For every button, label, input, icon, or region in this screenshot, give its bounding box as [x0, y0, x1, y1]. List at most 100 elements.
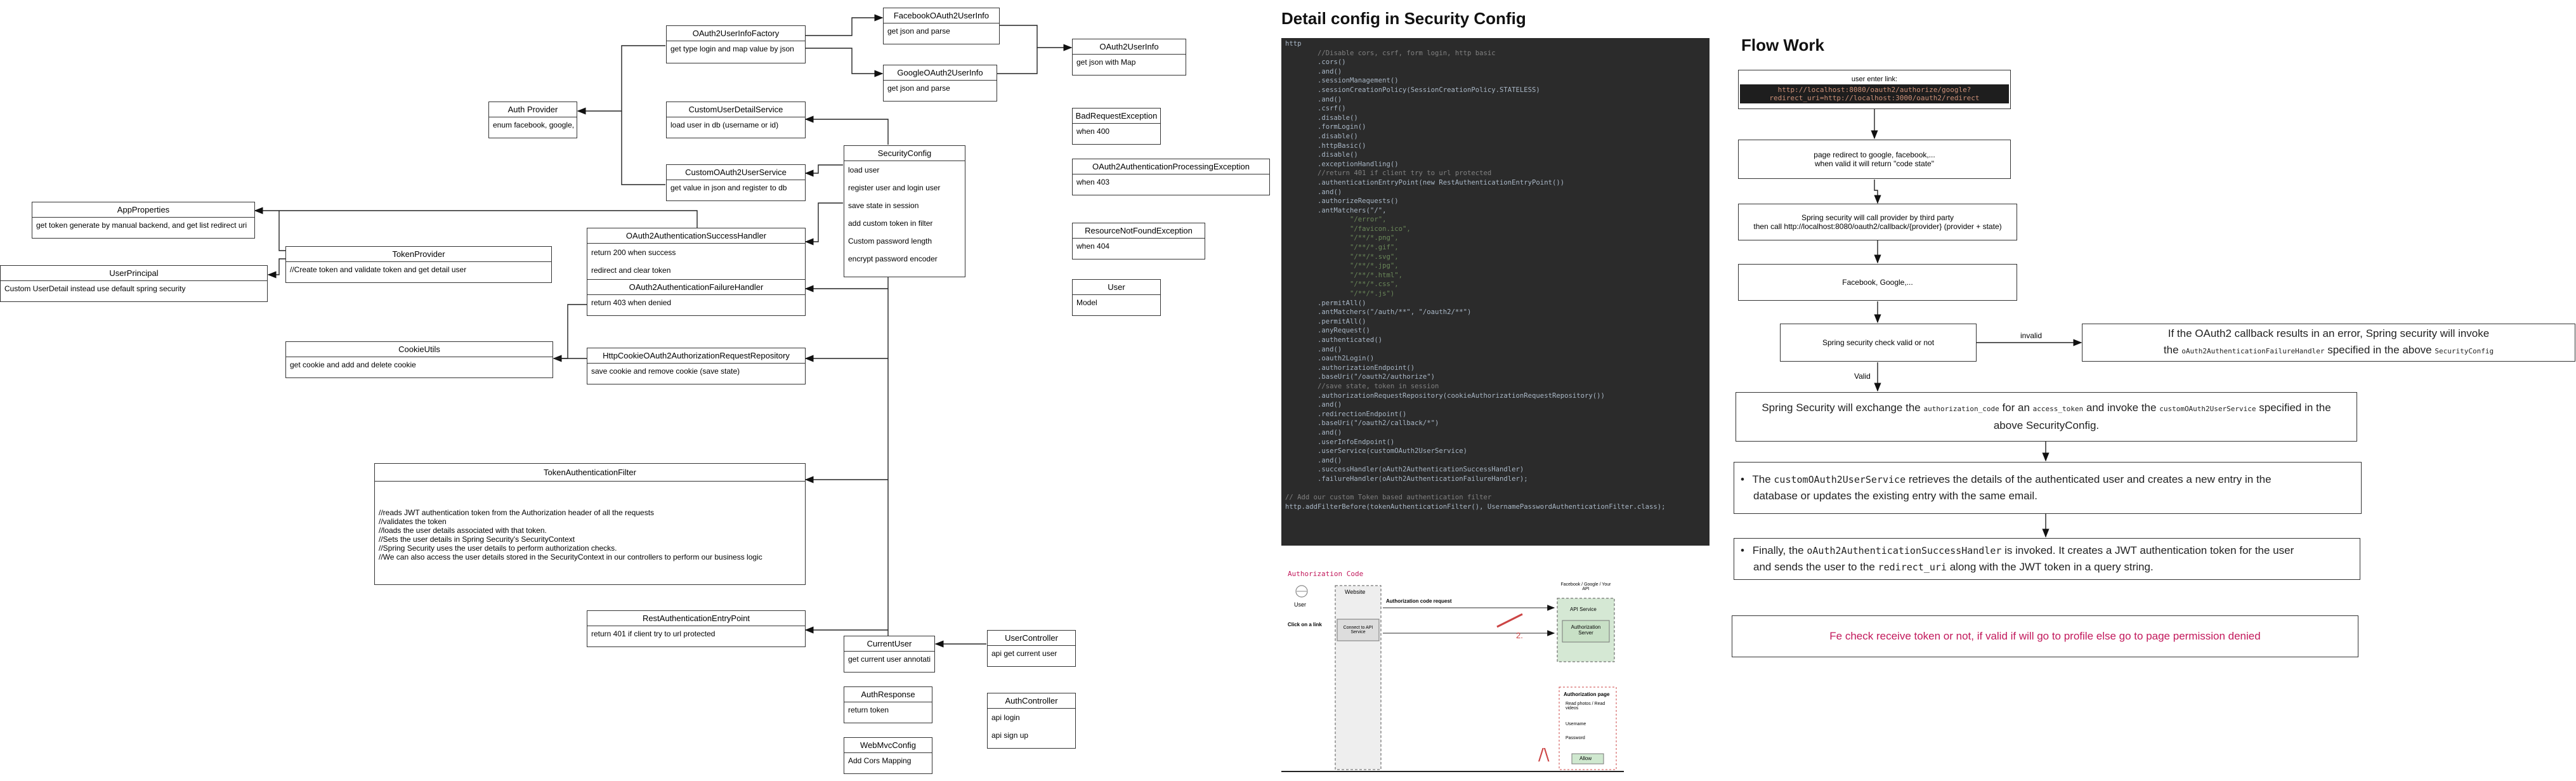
security-config-box: SecurityConfig load user register user a…	[844, 145, 965, 277]
flow-link-display: http://localhost:8080/oauth2/authorize/g…	[1740, 84, 2009, 103]
box-title: User	[1073, 280, 1160, 295]
box-row: //reads JWT authentication token from th…	[379, 508, 655, 517]
flow-success-code-b: redirect_uri	[1878, 561, 1947, 573]
box-row: get token generate by manual backend, an…	[36, 221, 247, 230]
box-row: //loads the user details associated with…	[379, 526, 547, 535]
box-row: Custom password length	[848, 237, 932, 246]
box-row: save cookie and remove cookie (save stat…	[591, 367, 740, 376]
flow-provider-label: Facebook, Google,...	[1842, 278, 1913, 287]
flow-store-text-b: retrieves the details of the authenticat…	[1908, 473, 2272, 485]
box-title: CookieUtils	[286, 342, 552, 357]
box-title: TokenAuthenticationFilter	[375, 464, 805, 482]
code-line: .authenticated()	[1285, 336, 1383, 344]
webmvc-config-box: WebMvcConfig Add Cors Mapping	[844, 737, 932, 774]
code-line: .cors()	[1285, 58, 1346, 67]
code-line: .authorizeRequests()	[1285, 197, 1399, 206]
box-title: AuthController	[988, 693, 1075, 709]
box-title: WebMvcConfig	[844, 738, 932, 753]
code-line: "/**/*.jpg",	[1285, 262, 1399, 270]
box-row: //validates the token	[379, 517, 447, 526]
box-title: OAuth2UserInfoFactory	[667, 26, 805, 41]
code-line: .antMatchers("/",	[1285, 206, 1387, 214]
code-line: .baseUri("/oauth2/authorize")	[1285, 373, 1435, 381]
flow-redirect-line-2: when valid it will return "code state"	[1815, 159, 1934, 168]
box-title: OAuth2AuthenticationProcessingException	[1073, 159, 1269, 174]
code-line: .and()	[1285, 428, 1342, 436]
cookie-repository-box: HttpCookieOAuth2AuthorizationRequestRepo…	[587, 348, 806, 384]
code-line: .successHandler(oAuth2AuthenticationSucc…	[1285, 466, 1524, 474]
flow-exchange-text-a: Spring Security will exchange the	[1762, 402, 1921, 414]
flow-invalid-line-2: the oAuth2AuthenticationFailureHandler s…	[2164, 342, 2494, 360]
success-handler-box: OAuth2AuthenticationSuccessHandler retur…	[587, 228, 806, 284]
box-row: return token	[848, 706, 889, 714]
code-line: "/**/*.gif",	[1285, 244, 1399, 252]
custom-oauth2-user-service-box: CustomOAuth2UserService get value in jso…	[666, 164, 806, 201]
app-properties-box: AppProperties get token generate by manu…	[32, 202, 255, 239]
box-row: when 400	[1076, 127, 1110, 136]
flow-exchange-code-b: access_token	[2032, 405, 2084, 413]
code-line: .redirectionEndpoint()	[1285, 410, 1407, 418]
box-row: api get current user	[991, 649, 1057, 658]
box-row: api sign up	[991, 731, 1029, 740]
box-title: AppProperties	[32, 202, 254, 218]
box-row: get cookie and add and delete cookie	[290, 360, 416, 369]
code-line: .and()	[1285, 456, 1342, 464]
figure-grant-text: Read photos / Read videos	[1566, 702, 1605, 711]
oauth2-userinfo-factory-box: OAuth2UserInfoFactory get type login and…	[666, 25, 806, 63]
box-row: get json and parse	[887, 27, 950, 36]
figure-caption: Authorization Code	[1288, 570, 1364, 578]
code-line: //Disable cors, csrf, form login, http b…	[1285, 49, 1496, 57]
token-authentication-filter-box: TokenAuthenticationFilter //reads JWT au…	[374, 463, 806, 585]
flow-invalid-box: If the OAuth2 callback results in an err…	[2082, 324, 2575, 362]
code-line: .userService(customOAuth2UserService)	[1285, 447, 1468, 456]
flow-invalid-code-a: oAuth2AuthenticationFailureHandler	[2181, 347, 2325, 355]
flow-user-enter-link-box: user enter link: http://localhost:8080/o…	[1738, 70, 2011, 109]
box-row: enum facebook, google,	[493, 121, 575, 129]
code-line: "/**/*.png",	[1285, 234, 1399, 242]
figure-auth-server: Authorization Server	[1571, 624, 1601, 636]
oauth2-processing-exception-box: OAuth2AuthenticationProcessingException …	[1072, 159, 1270, 195]
box-row: add custom token in filter	[848, 219, 933, 228]
bad-request-exception-box: BadRequestException when 400	[1072, 108, 1161, 145]
flow-store-user-box: • The customOAuth2UserService retrieves …	[1734, 462, 2362, 514]
code-line: .httpBasic()	[1285, 141, 1366, 150]
code-line: .oauth2Login()	[1285, 355, 1375, 363]
code-line: "/favicon.ico",	[1285, 225, 1411, 233]
code-line: .and()	[1285, 95, 1342, 103]
box-row: Add Cors Mapping	[848, 756, 912, 765]
flow-invalid-line-1: If the OAuth2 callback results in an err…	[2167, 327, 2490, 339]
figure-connect-label: Connect to API Service	[1343, 626, 1373, 634]
auth-response-box: AuthResponse return token	[844, 686, 932, 723]
google-oauth2-userinfo-box: GoogleOAuth2UserInfo get json and parse	[883, 65, 997, 102]
code-line: .authorizationRequestRepository(cookieAu…	[1285, 391, 1605, 400]
box-title: ResourceNotFoundException	[1073, 223, 1205, 239]
box-title: TokenProvider	[286, 247, 551, 262]
flow-invalid-label: invalid	[2020, 331, 2043, 340]
code-line: .failureHandler(oAuth2AuthenticationFail…	[1285, 475, 1528, 483]
flow-user-enter-label: user enter link:	[1851, 75, 1898, 83]
figure-password: Password	[1566, 736, 1585, 740]
code-line: .disable()	[1285, 132, 1358, 140]
code-line: "/**/*.js")	[1285, 290, 1395, 298]
auth-controller-box: AuthController api login api sign up	[987, 693, 1076, 749]
flow-success-text-b: is invoked. It creates a JWT authenticat…	[2004, 544, 2294, 556]
box-title: CustomOAuth2UserService	[667, 165, 805, 180]
figure-number-two: 2.	[1516, 631, 1523, 640]
code-line: .csrf()	[1285, 105, 1346, 113]
figure-user-label: User	[1294, 601, 1307, 608]
flow-link-line-2: redirect_uri=http://localhost:3000/oauth…	[1769, 94, 1980, 102]
cookie-utils-box: CookieUtils get cookie and add and delet…	[285, 341, 553, 378]
code-line: .and()	[1285, 345, 1342, 353]
code-line: //return 401 if client try to url protec…	[1285, 169, 1492, 178]
code-line: .sessionCreationPolicy(SessionCreationPo…	[1285, 86, 1540, 94]
code-line: .authenticationEntryPoint(new RestAuthen…	[1285, 178, 1565, 187]
box-row: api login	[991, 713, 1020, 722]
token-provider-box: TokenProvider //Create token and validat…	[285, 246, 552, 283]
code-line: http.addFilterBefore(tokenAuthentication…	[1285, 502, 1666, 511]
code-line: .permitAll()	[1285, 299, 1366, 307]
code-line: .and()	[1285, 188, 1342, 196]
flow-store-user-line-2: database or updates the existing entry w…	[1753, 490, 2037, 502]
figure-auth-code-request: Authorization code request	[1386, 598, 1452, 604]
code-line: http	[1285, 40, 1302, 48]
box-title: CurrentUser	[844, 636, 934, 652]
